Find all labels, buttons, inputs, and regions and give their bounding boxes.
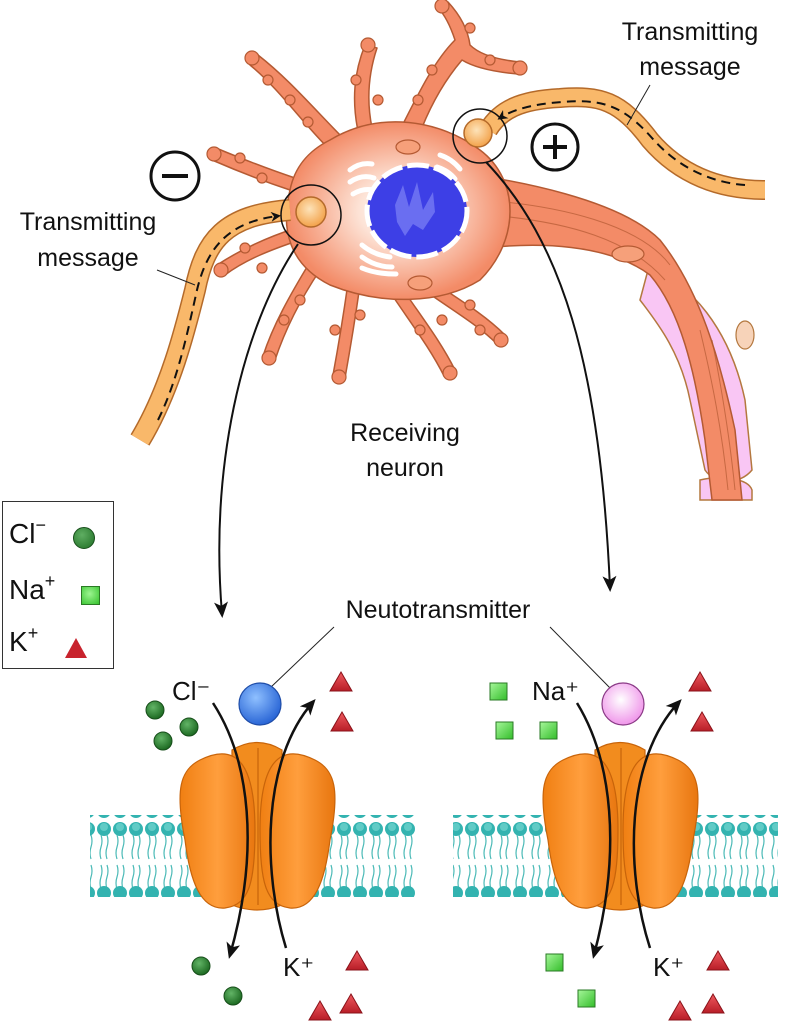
- label-potassium-out-left: K⁺: [283, 952, 314, 982]
- potassium-ion: [339, 993, 363, 1014]
- chloride-ions: [145, 700, 243, 1006]
- sodium-ion: [539, 721, 558, 740]
- schwann-nucleus: [735, 320, 755, 350]
- neurotransmitter-inhibitory: [238, 682, 282, 726]
- synapse-highlight-circle: [452, 108, 508, 164]
- legend-ion-name: Na: [9, 574, 45, 605]
- legend-item-potassium: K+: [9, 623, 39, 658]
- legend-ion-name: Cl: [9, 518, 36, 549]
- transmitting-axon-inhibitory: [130, 184, 342, 446]
- leader-line: [549, 626, 613, 691]
- potassium-ion: [329, 671, 353, 692]
- label-neurotransmitter: Neutotransmitter: [346, 596, 531, 624]
- chloride-ion: [145, 700, 165, 720]
- transmitting-axon-excitatory: [452, 87, 766, 200]
- label-chloride-in: Cl⁻: [172, 676, 210, 706]
- chloride-ion: [179, 717, 199, 737]
- synapse-highlight-circle: [280, 184, 342, 246]
- potassium-ion: [330, 711, 354, 732]
- sodium-ion: [489, 682, 508, 701]
- potassium-ion: [345, 950, 369, 971]
- axon: [438, 169, 743, 501]
- neurotransmitter-excitatory: [601, 682, 645, 726]
- label-transmitting-left-1: Transmitting: [20, 208, 157, 236]
- legend-circle-icon: [73, 527, 95, 549]
- legend-ion-charge: +: [27, 623, 39, 643]
- leader-line: [269, 626, 335, 689]
- arrow-to-excitatory-channel: [485, 161, 617, 592]
- label-potassium-out-right: K⁺: [653, 952, 684, 982]
- leader-line: [626, 84, 651, 126]
- label-transmitting-left-2: message: [37, 244, 138, 272]
- mitochondrion: [407, 275, 433, 291]
- dendritic-spines: [206, 0, 528, 385]
- potassium-ion: [701, 993, 725, 1014]
- legend-triangle-icon: [65, 638, 87, 658]
- arrow-potassium-out: [632, 699, 682, 949]
- arrow-chloride-in: [211, 702, 249, 959]
- label-receiving-1: Receiving: [350, 419, 460, 447]
- label-transmitting-top-2: message: [639, 53, 740, 81]
- legend-item-sodium: Na+: [9, 571, 56, 606]
- legend-square-icon: [81, 586, 100, 605]
- potassium-ion: [668, 1000, 692, 1021]
- potassium-ion: [690, 711, 714, 732]
- potassium-ion: [706, 950, 730, 971]
- ion-channel-inhibitory: [179, 741, 336, 911]
- axon-terminal: [295, 196, 327, 228]
- legend-ion-name: K: [9, 626, 28, 657]
- sodium-ion: [495, 721, 514, 740]
- arrow-potassium-out: [269, 698, 316, 949]
- potassium-ion: [308, 1000, 332, 1021]
- legend-ion-charge: −: [35, 515, 46, 535]
- chloride-ion: [191, 956, 211, 976]
- receiving-neuron: [206, 0, 755, 501]
- ion-channel-excitatory: [542, 741, 699, 911]
- chloride-ion: [223, 986, 243, 1006]
- ion-legend: Cl− Na+ K+: [2, 501, 114, 669]
- nucleus: [364, 162, 470, 260]
- sodium-ion: [577, 989, 596, 1008]
- label-receiving-2: neuron: [366, 454, 444, 482]
- legend-item-chloride: Cl−: [9, 515, 46, 550]
- leader-line: [156, 269, 196, 286]
- potassium-ions: [308, 671, 730, 1021]
- axon-terminal: [463, 118, 493, 148]
- arrow-to-inhibitory-channel: [214, 243, 299, 618]
- legend-ion-charge: +: [44, 571, 56, 591]
- inhibitory-sign: [149, 150, 201, 202]
- label-sodium-in: Na⁺: [532, 676, 579, 706]
- mitochondrion: [611, 245, 645, 263]
- arrow-sodium-in: [575, 702, 612, 959]
- mitochondrion: [395, 139, 421, 155]
- sodium-ion: [545, 953, 564, 972]
- chloride-ion: [153, 731, 173, 751]
- excitatory-sign: [530, 122, 580, 172]
- sodium-ions: [489, 682, 596, 1008]
- potassium-ion: [688, 671, 712, 692]
- label-transmitting-top-1: Transmitting: [622, 18, 759, 46]
